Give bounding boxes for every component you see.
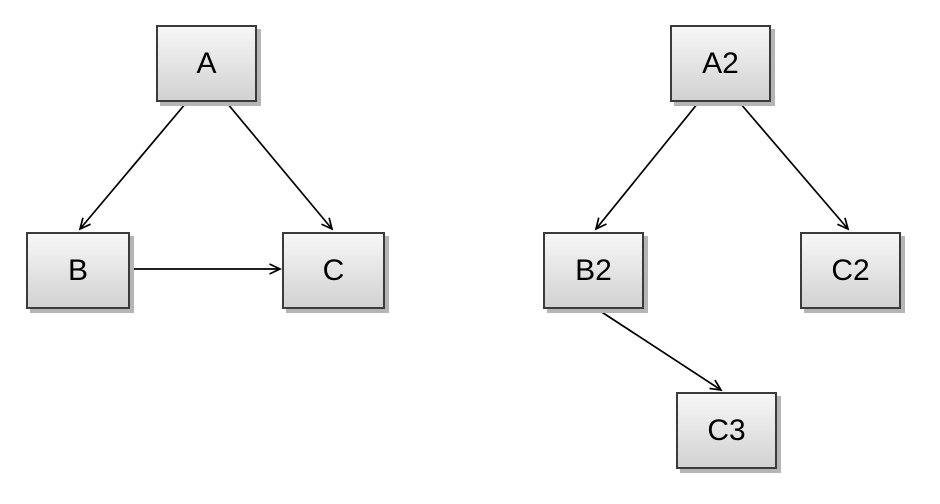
edge-A-B [78,102,187,231]
edge-B2-C3 [593,306,723,392]
node-label-C: C [322,253,345,287]
edge-A2-C2 [739,102,850,231]
node-label-B2: B2 [575,253,612,287]
node-C3[interactable]: C3 [676,392,777,469]
node-A[interactable]: A [156,25,257,102]
edge-A2-B2 [594,102,699,231]
node-label-C3: C3 [707,413,746,447]
edge-A-C [226,102,334,231]
node-label-A: A [196,46,217,80]
node-B2[interactable]: B2 [543,232,644,309]
node-C2[interactable]: C2 [800,232,901,309]
node-label-C2: C2 [831,253,870,287]
node-A2[interactable]: A2 [670,25,771,102]
node-B[interactable]: B [26,232,130,309]
edges-group [78,102,850,392]
node-label-A2: A2 [702,46,739,80]
node-C[interactable]: C [282,232,385,309]
node-label-B: B [67,253,88,287]
